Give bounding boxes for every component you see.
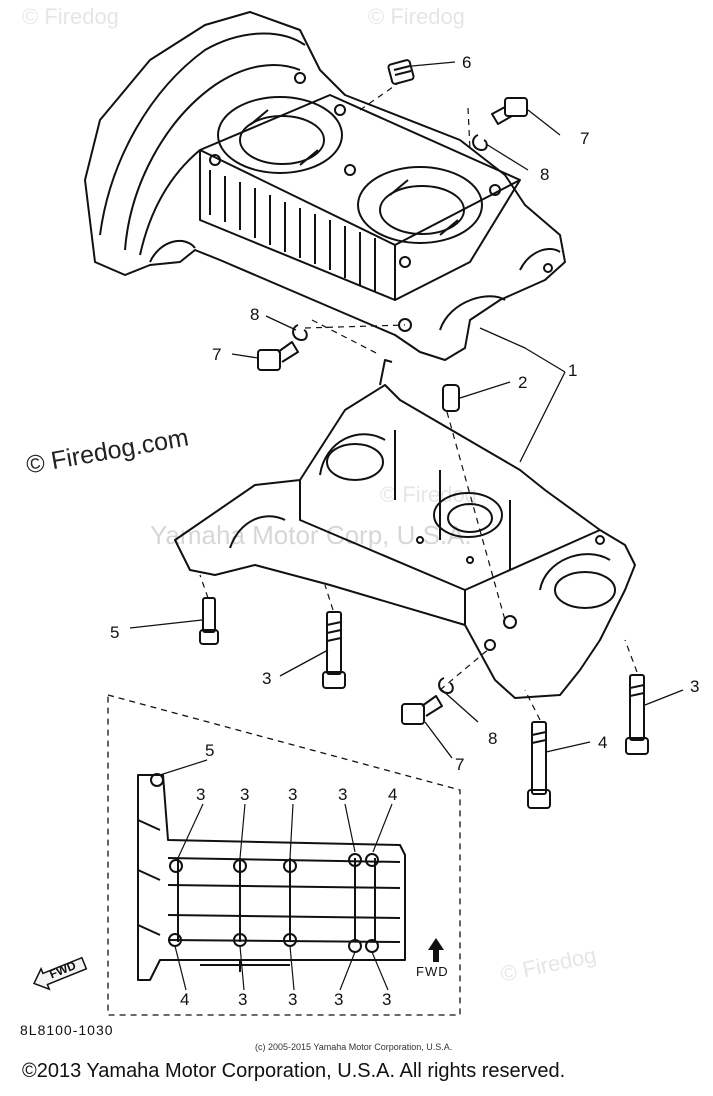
washer-part-8-upper [472,134,488,151]
washer-part-8-left [292,324,308,341]
lower-crankcase [174,359,636,699]
callout-6: 6 [462,53,471,72]
firedog-watermark-faint-1: © Firedog [22,4,119,29]
upper-crankcase [84,11,566,361]
inset-callout-3b: 3 [240,785,249,804]
inset-callout-5: 5 [205,741,214,760]
long-bolt-part-4 [527,721,551,809]
callout-4: 4 [598,733,607,752]
callout-2: 2 [518,373,527,392]
plug-part-6 [387,59,415,85]
long-bolt-part-3-right [625,674,649,755]
callout-8-lower: 8 [488,729,497,748]
copyright-main: ©2013 Yamaha Motor Corporation, U.S.A. A… [22,1060,566,1082]
inset-callout-3h: 3 [382,990,391,1009]
firedog-watermark-faint-2: © Firedog [368,4,465,29]
callout-numbers: 6 7 8 8 7 2 1 5 3 8 7 4 3 5 3 3 3 3 4 4 … [110,53,699,1009]
inset-crankcase-bottom [137,773,406,981]
bolt-part-7-left [257,341,299,371]
inset-callout-4: 4 [388,785,397,804]
inset-callout-3a: 3 [196,785,205,804]
fwd-arrow-icon [428,938,444,962]
long-bolt-part-3-left [322,611,346,689]
callout-1: 1 [568,361,577,380]
alignment-lines [199,81,638,721]
inset-frame [107,694,461,1016]
bolt-part-7-upper [491,97,528,125]
callout-7-upper: 7 [580,129,589,148]
inset-callout-3c: 3 [288,785,297,804]
bolt-part-7-lower [401,695,443,725]
callout-7-lower: 7 [455,755,464,774]
inset-leaders [159,759,393,991]
firedog-watermark-faint-3: © Firedog [380,482,477,507]
callout-8-left: 8 [250,305,259,324]
figure-code: 8L8100-1030 [20,1022,114,1038]
fwd-label: FWD [416,964,449,979]
washer-part-8-lower [438,677,454,694]
callout-3-right: 3 [690,677,699,696]
fwd-badge-shape [33,956,88,991]
callout-5: 5 [110,623,119,642]
copyright-small: (c) 2005-2015 Yamaha Motor Corporation, … [255,1042,453,1052]
bolt-part-5 [199,597,219,645]
leader-lines [129,61,684,759]
callout-7-left: 7 [212,345,221,364]
fwd-badge-icon: FWD [27,950,92,997]
inset-callout-3e: 3 [238,990,247,1009]
inset-callout-3d: 3 [338,785,347,804]
inset-callout-4-bottom: 4 [180,990,189,1009]
inset-callout-3g: 3 [334,990,343,1009]
dowel-part-2 [442,384,460,412]
inset-callout-3f: 3 [288,990,297,1009]
yamaha-watermark: Yamaha Motor Corp, U.S.A. [150,520,472,550]
callout-3-left: 3 [262,669,271,688]
callout-8-upper: 8 [540,165,549,184]
